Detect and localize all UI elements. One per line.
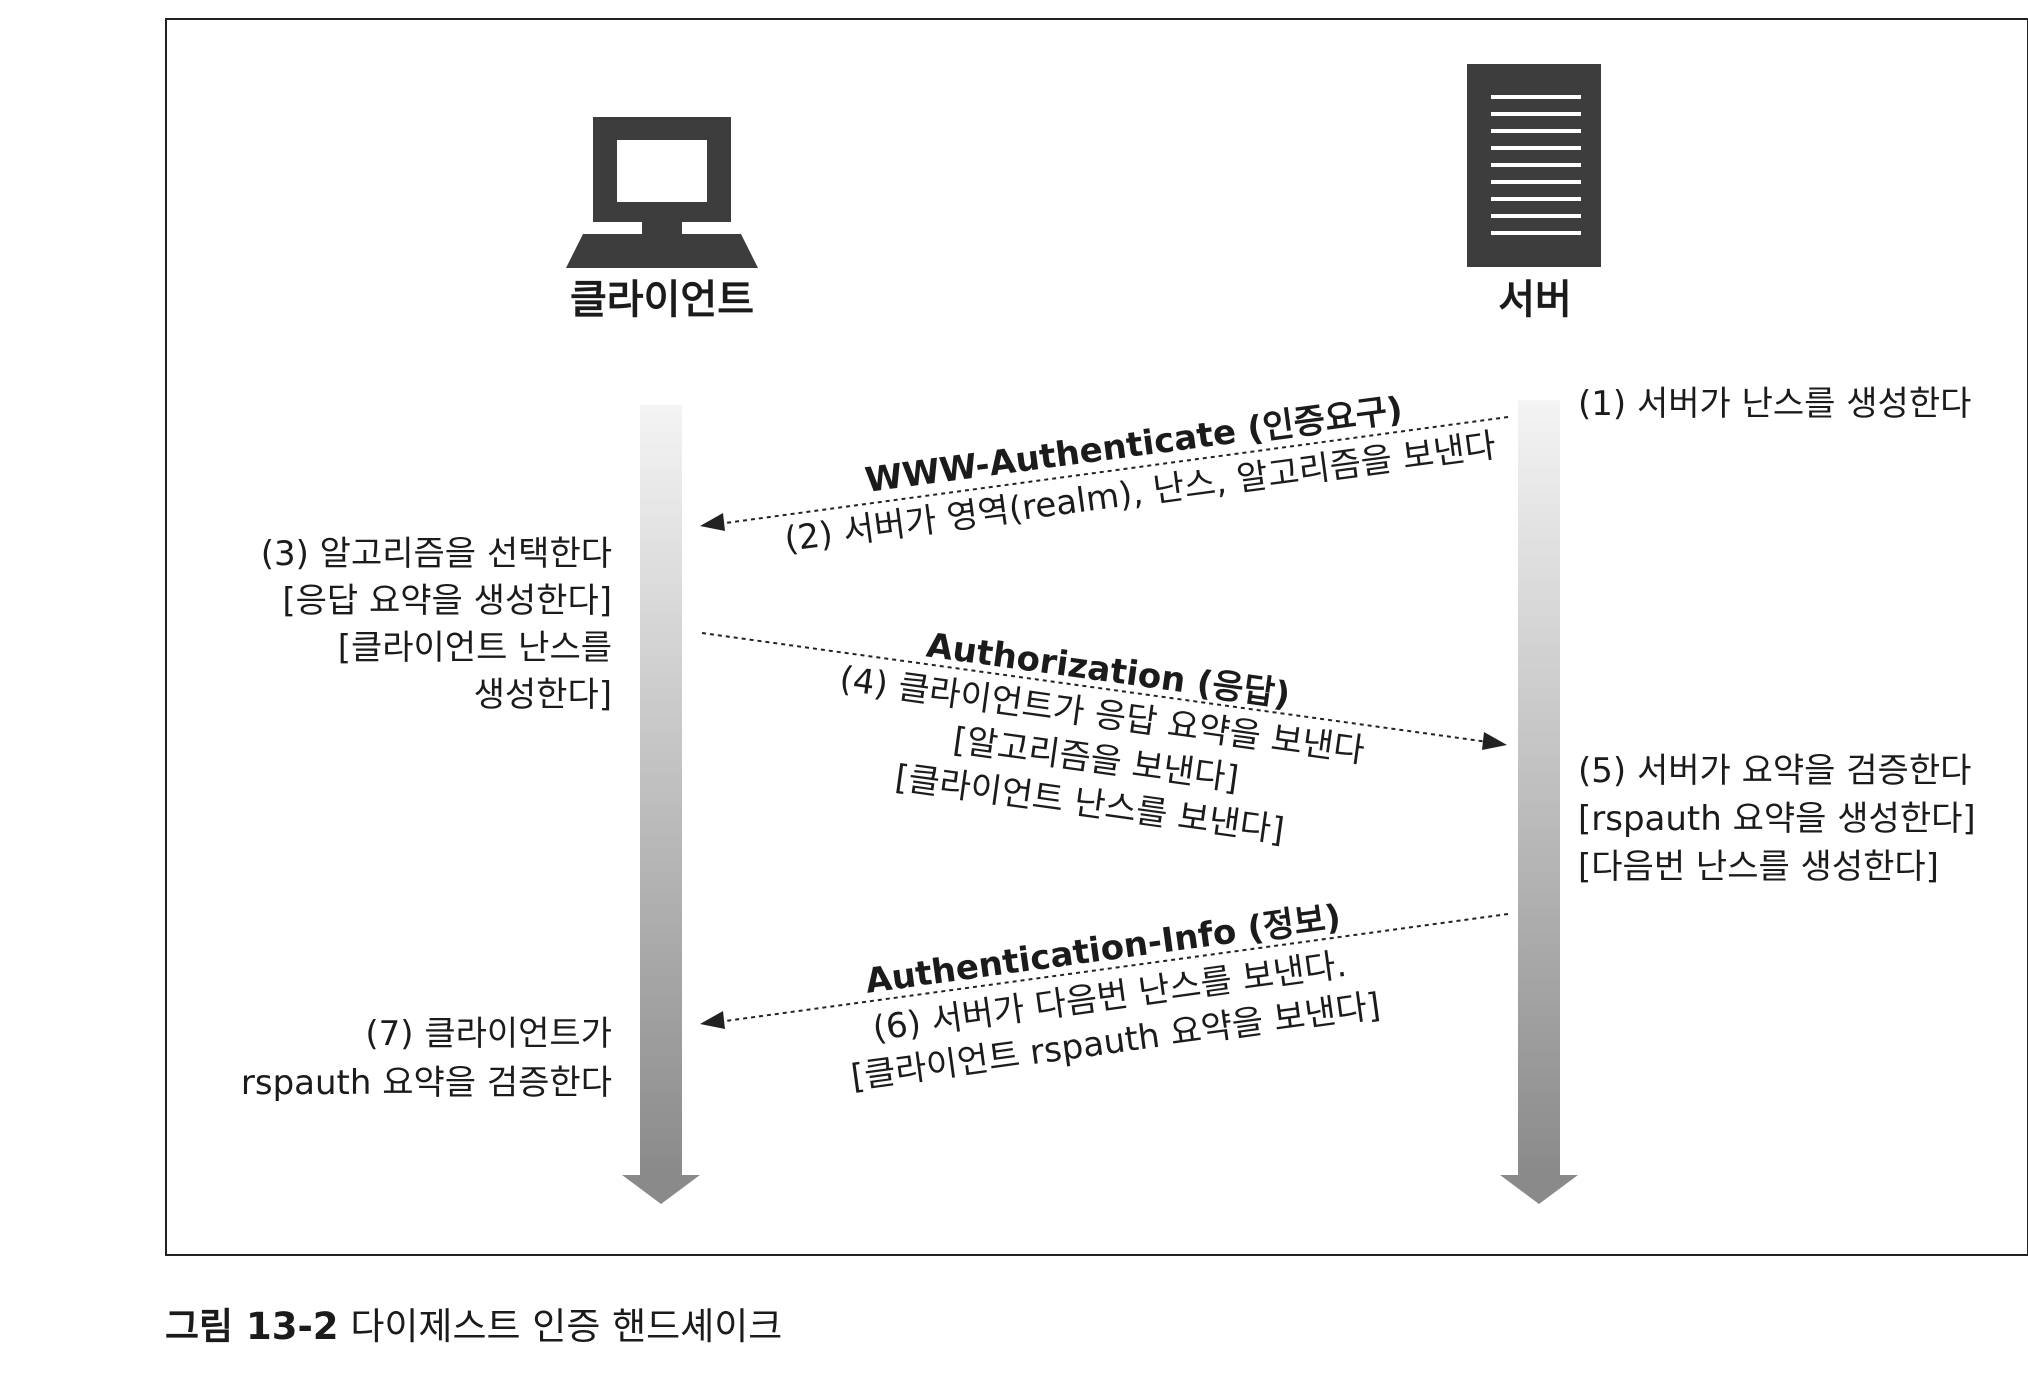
step-text: [rspauth 요약을 생성한다]: [1578, 799, 1976, 839]
step-3-note: (3) 알고리즘을 선택한다 [응답 요약을 생성한다] [클라이언트 난스를 …: [261, 534, 612, 715]
step-text: (5) 서버가 요약을 검증한다: [1578, 751, 1971, 791]
arrow-line: [717, 913, 1509, 1023]
arrowhead: [700, 513, 725, 531]
arrowhead: [1482, 732, 1507, 750]
figure-caption: 그림 13-2 다이제스트 인증 핸드셰이크: [165, 1303, 782, 1351]
step-text: [응답 요약을 생성한다]: [282, 581, 612, 621]
arrowhead: [700, 1011, 725, 1029]
diagram-frame: [165, 18, 2028, 1256]
arrow-line: [717, 416, 1509, 525]
computer-icon: [566, 117, 758, 268]
step-text: [클라이언트 난스를: [338, 628, 612, 668]
server-lifeline: [1500, 400, 1578, 1204]
message-authentication-info: Authentication-Info (정보) (6) 서버가 다음번 난스를…: [700, 897, 1509, 1098]
step-text: [다음번 난스를 생성한다]: [1578, 847, 1939, 887]
server-label: 서버: [1498, 277, 1572, 323]
server-icon: [1467, 64, 1601, 267]
step-text: (3) 알고리즘을 선택한다: [261, 534, 612, 574]
step-text: rspauth 요약을 검증한다: [241, 1063, 612, 1103]
caption-label: 그림 13-2: [165, 1305, 339, 1348]
step-5-note: (5) 서버가 요약을 검증한다 [rspauth 요약을 생성한다] [다음번…: [1578, 751, 1976, 887]
client-label: 클라이언트: [570, 277, 754, 323]
message-authorization: Authorization (응답) (4) 클라이언트가 응답 요약을 보낸다…: [701, 626, 1507, 851]
step-1-note: (1) 서버가 난스를 생성한다: [1578, 384, 1971, 424]
step-text: 생성한다]: [474, 675, 612, 715]
step-7-note: (7) 클라이언트가 rspauth 요약을 검증한다: [241, 1014, 612, 1103]
step-text: (7) 클라이언트가: [365, 1014, 612, 1054]
step-text: (1) 서버가 난스를 생성한다: [1578, 384, 1971, 424]
message-www-authenticate: WWW-Authenticate (인증요구) (2) 서버가 영역(realm…: [700, 390, 1509, 560]
client-lifeline: [622, 405, 700, 1204]
caption-text: 다이제스트 인증 핸드셰이크: [350, 1305, 783, 1348]
